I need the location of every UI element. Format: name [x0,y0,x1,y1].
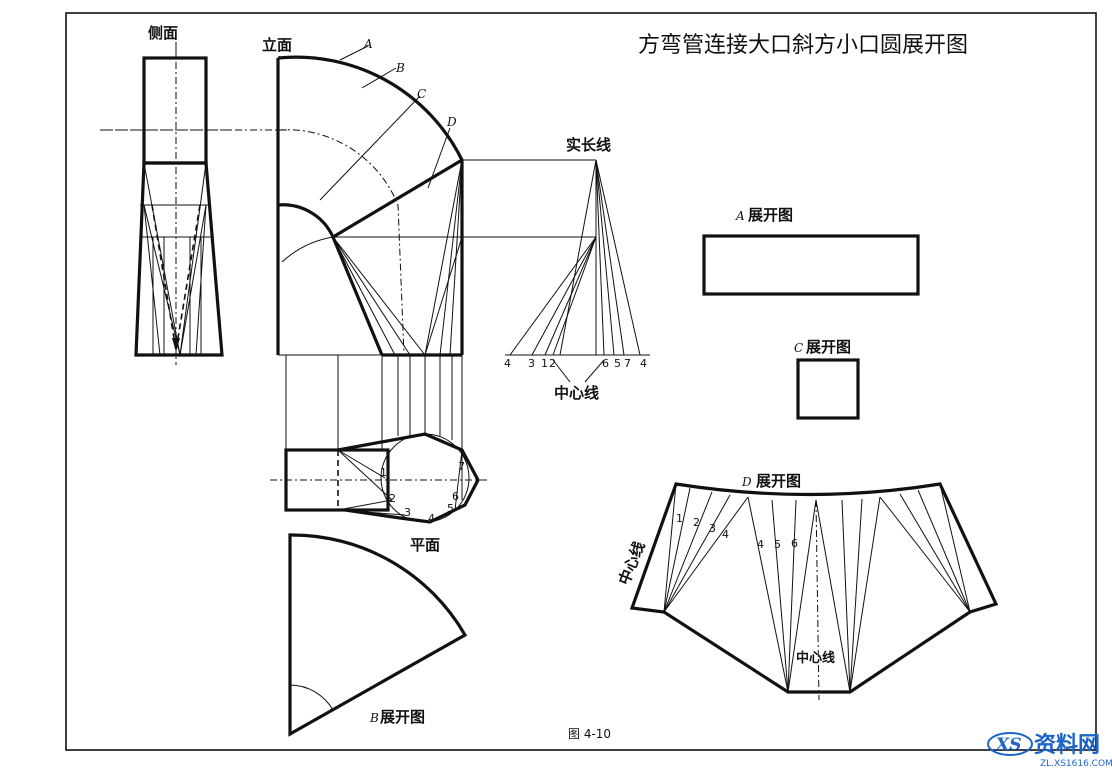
tl-num-3: 3 [528,357,535,370]
c-dev-label: 展开图 [806,338,851,356]
b-dev-letter: B [369,711,379,725]
side-view-transition [134,161,224,357]
d-center-line-label: 中心线 [796,650,835,666]
tl-num-4-right: 4 [640,357,647,370]
d-num-4-left: 4 [722,528,729,541]
d-num-6: 6 [791,537,798,550]
label-a: A [363,37,373,51]
center-line-label: 中心线 [554,384,599,402]
tl-num-1: 1 [541,357,548,370]
d-dev-letter: D [741,475,752,489]
tl-num-6: 6 [602,357,609,370]
tl-num-2: 2 [549,357,556,370]
figure-caption: 图 4-10 [568,727,611,741]
plan-num-2: 2 [389,492,396,505]
tl-num-7: 7 [624,357,631,370]
d-outline [629,482,999,694]
plan-view [270,355,490,524]
elbow-inner-arc [277,203,335,238]
diagram-title: 方弯管连接大口斜方小口圆展开图 [638,33,968,58]
label-c: C [417,87,426,101]
plan-num-6: 6 [452,490,459,503]
plan-num-4: 4 [428,512,435,525]
d-num-1: 1 [676,512,683,525]
b-dev-label: 展开图 [380,708,425,726]
a-dev-label: 展开图 [748,206,793,224]
plan-outline [337,432,480,524]
tl-num-4-left: 4 [504,357,511,370]
plan-num-7: 7 [458,460,465,473]
label-d: D [446,115,457,129]
d-num-3: 3 [709,522,716,535]
drawing-frame [65,12,1097,751]
a-dev-letter: A [735,209,745,223]
plan-num-1: 1 [380,466,387,479]
side-view-label: 侧面 [148,24,178,42]
elbow-outer-arc [277,55,464,161]
d-num-2: 2 [693,516,700,529]
plan-circle [380,433,470,523]
plan-view-label: 平面 [410,536,440,554]
true-length-diagram [505,159,650,383]
true-length-label: 实长线 [566,136,611,154]
label-b: B [395,61,405,75]
watermark-text: 资料网 [1034,733,1100,758]
b-sector [288,533,468,737]
c-dev-rect [796,358,860,420]
plan-num-3: 3 [404,506,411,519]
watermark-logo-icon: XS [987,732,1033,756]
watermark-url: ZL.XS1616.COM [1040,759,1112,769]
b-development [288,533,468,737]
d-development [629,482,999,701]
svg-text:XS: XS [995,735,1021,755]
a-dev-rect [702,234,920,296]
c-dev-letter: C [794,341,803,355]
plan-num-5: 5 [447,502,454,515]
d-num-5: 5 [774,538,781,551]
watermark: XS 资料网 ZL.XS1616.COM [987,732,1112,769]
side-view [106,32,230,365]
d-dev-label: 展开图 [756,472,801,490]
tl-num-5: 5 [614,357,621,370]
front-view [100,45,596,357]
side-view-upper-box [142,56,208,165]
front-view-label: 立面 [262,36,292,54]
d-num-4-mid: 4 [757,538,764,551]
